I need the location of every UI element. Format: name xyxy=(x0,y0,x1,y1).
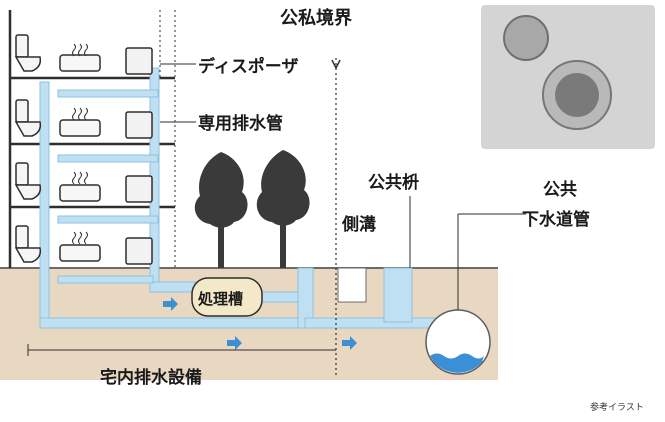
disposer-label: ディスポーザ xyxy=(198,56,298,77)
sewer-water xyxy=(430,353,484,373)
washing-machine-icon xyxy=(125,47,153,265)
reference-label: 参考イラスト xyxy=(590,401,644,413)
boundary-arrow-icon xyxy=(331,59,341,70)
side-gutter-label: 側溝 xyxy=(341,214,376,235)
toilet-icon xyxy=(14,34,42,263)
drain-pipes xyxy=(39,67,436,329)
flow-arrow-icon xyxy=(163,297,357,350)
side-gutter xyxy=(337,267,367,303)
boundary-label: 公私境界 xyxy=(280,7,352,29)
bathtub-icon xyxy=(59,54,101,262)
in-house-drain-label: 宅内排水設備 xyxy=(100,367,202,388)
treatment-tank-label: 処理槽 xyxy=(197,290,243,308)
steam-marks xyxy=(72,43,88,245)
building xyxy=(8,10,176,268)
leader-lines xyxy=(160,63,526,310)
sink-drain-photo xyxy=(481,5,655,149)
public-basin-label: 公共枡 xyxy=(368,172,419,193)
dedicated-drain-label: 専用排水管 xyxy=(198,113,283,134)
treatment-tank xyxy=(191,277,263,317)
public-sewer-label-line2: 下水道管 xyxy=(522,209,590,230)
tree-icon xyxy=(194,150,310,268)
public-sewer-label-line1: 公共 xyxy=(543,180,577,200)
public-basin xyxy=(383,267,413,323)
